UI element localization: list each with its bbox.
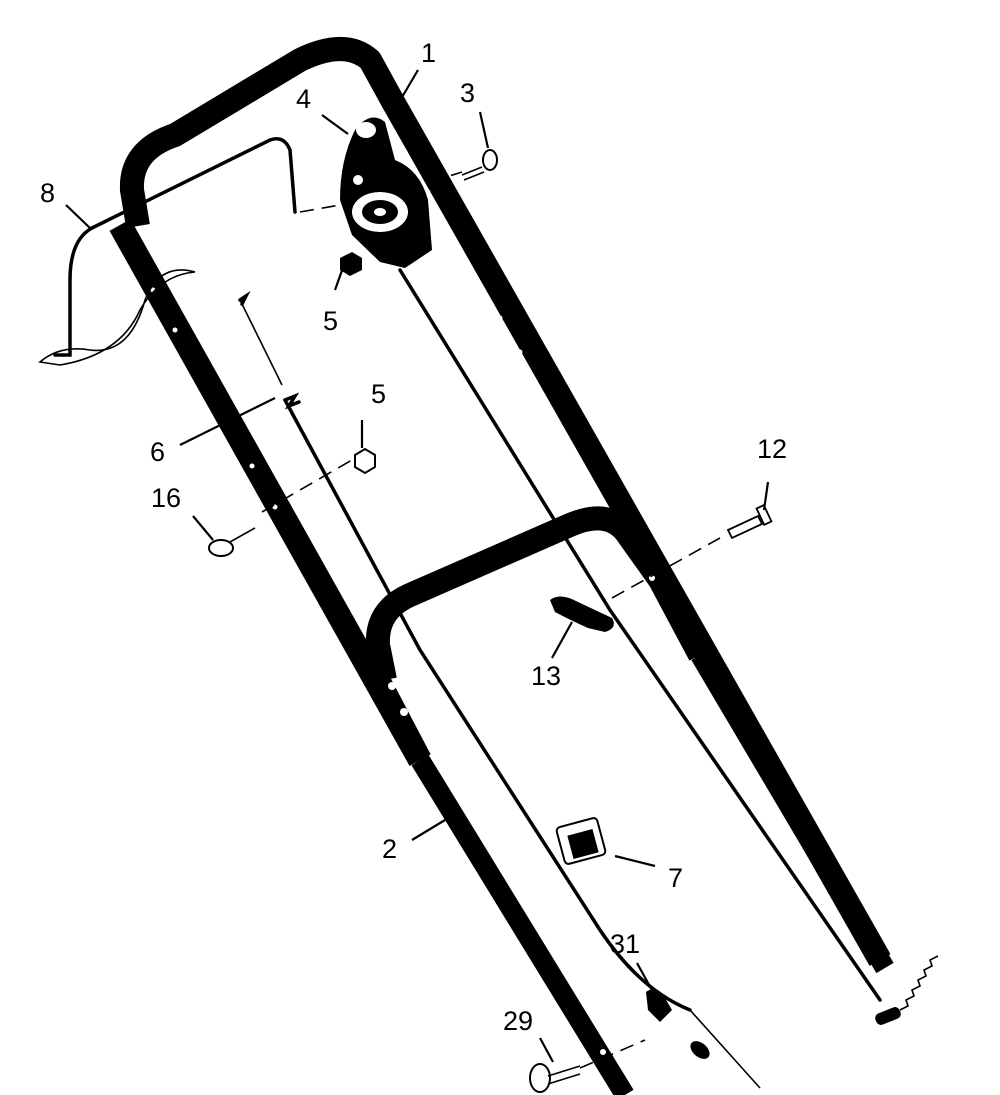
callout-7: 7 [668,863,683,893]
callout-1: 1 [421,38,436,68]
hardware [208,149,773,1093]
callout-29: 29 [503,1006,533,1036]
callout-2: 2 [382,834,397,864]
callout-3: 3 [460,78,475,108]
lower-handle [354,506,894,1095]
control-lever-housing [340,117,432,268]
assembly-lines [261,171,721,1069]
callout-4: 4 [296,84,311,114]
callout-16: 16 [151,483,181,513]
callout-6: 6 [150,437,165,467]
callout-12: 12 [757,434,787,464]
callout-8: 8 [40,178,55,208]
control-bail [38,137,297,366]
callout-13: 13 [531,661,561,691]
callout-31: 31 [610,929,640,959]
callouts: 1 2 3 4 5 5 6 7 8 12 13 16 29 31 [40,38,787,1036]
cables [239,268,939,1089]
upper-handle [109,37,891,966]
callout-5-lower: 5 [371,379,386,409]
leader-lines [65,69,770,1063]
callout-5-upper: 5 [323,306,338,336]
